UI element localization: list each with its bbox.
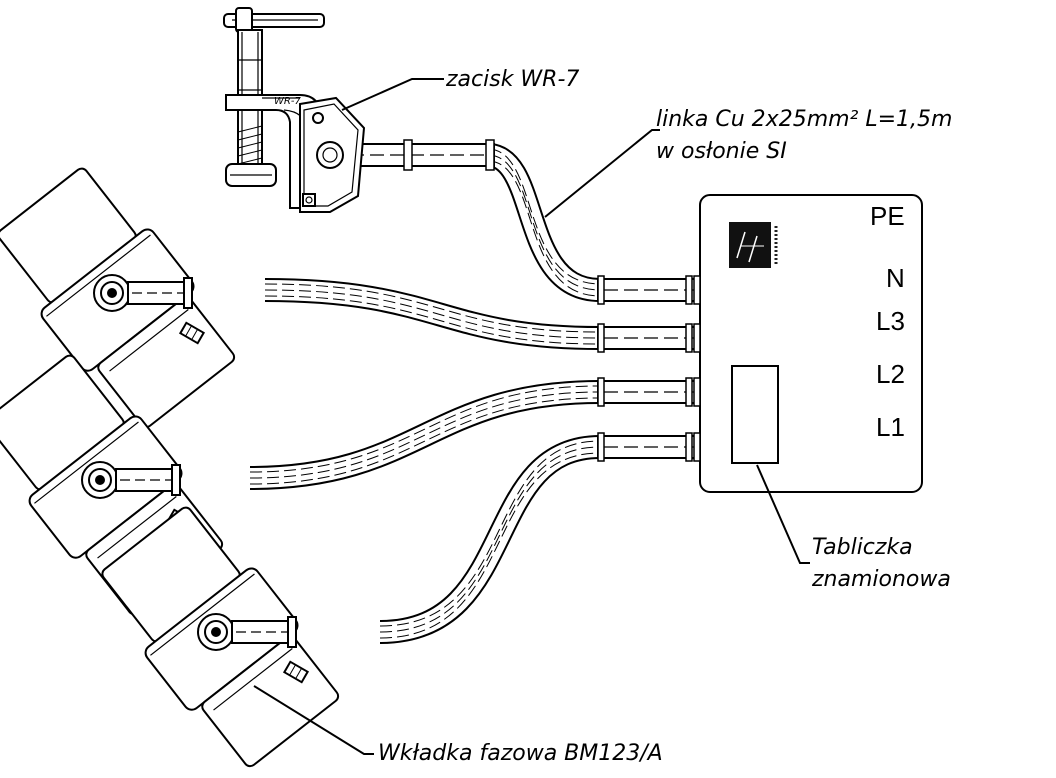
manufacturer-logo: [729, 222, 778, 268]
label-nameplate-line1: Tabliczka: [812, 535, 913, 560]
cable-l1: [379, 435, 601, 644]
leader-lines: [253, 78, 810, 755]
label-clamp: zacisk WR-7: [445, 67, 579, 92]
cable-l3: [264, 278, 601, 350]
phase-insert-3: [101, 506, 340, 768]
label-insert: Wkładka fazowa BM123/A: [378, 741, 663, 766]
cable-pe: [487, 143, 601, 302]
terminal-label-n: N: [886, 263, 905, 293]
terminal-label-l3: L3: [876, 306, 905, 336]
leader-nameplate: [756, 464, 810, 564]
cable-l2: [249, 380, 601, 490]
terminal-tube: [597, 323, 701, 353]
nameplate: [731, 365, 779, 464]
leader-cable: [544, 129, 660, 218]
terminal-label-l2: L2: [876, 359, 905, 389]
terminal-label-pe: PE: [870, 201, 905, 231]
terminal-tube: [597, 275, 701, 305]
clamp-stamp: WR-7: [274, 96, 301, 107]
junction-box: PE N L3 L2 L1: [699, 194, 923, 493]
cables: [249, 139, 701, 644]
label-cable-line1: linka Cu 2x25mm² L=1,5m: [656, 107, 952, 132]
clamp-cable-tube: [343, 139, 495, 171]
terminal-tube: [597, 432, 701, 462]
terminal-label-l1: L1: [876, 412, 905, 442]
leader-insert: [253, 685, 374, 755]
label-cable-line2: w osłonie SI: [656, 139, 787, 164]
terminal-tube: [597, 377, 701, 407]
phase-insert-1: [0, 167, 236, 429]
leader-clamp: [341, 78, 444, 111]
clamp-wr7: WR-7: [223, 7, 366, 213]
label-nameplate-line2: znamionowa: [811, 567, 951, 592]
